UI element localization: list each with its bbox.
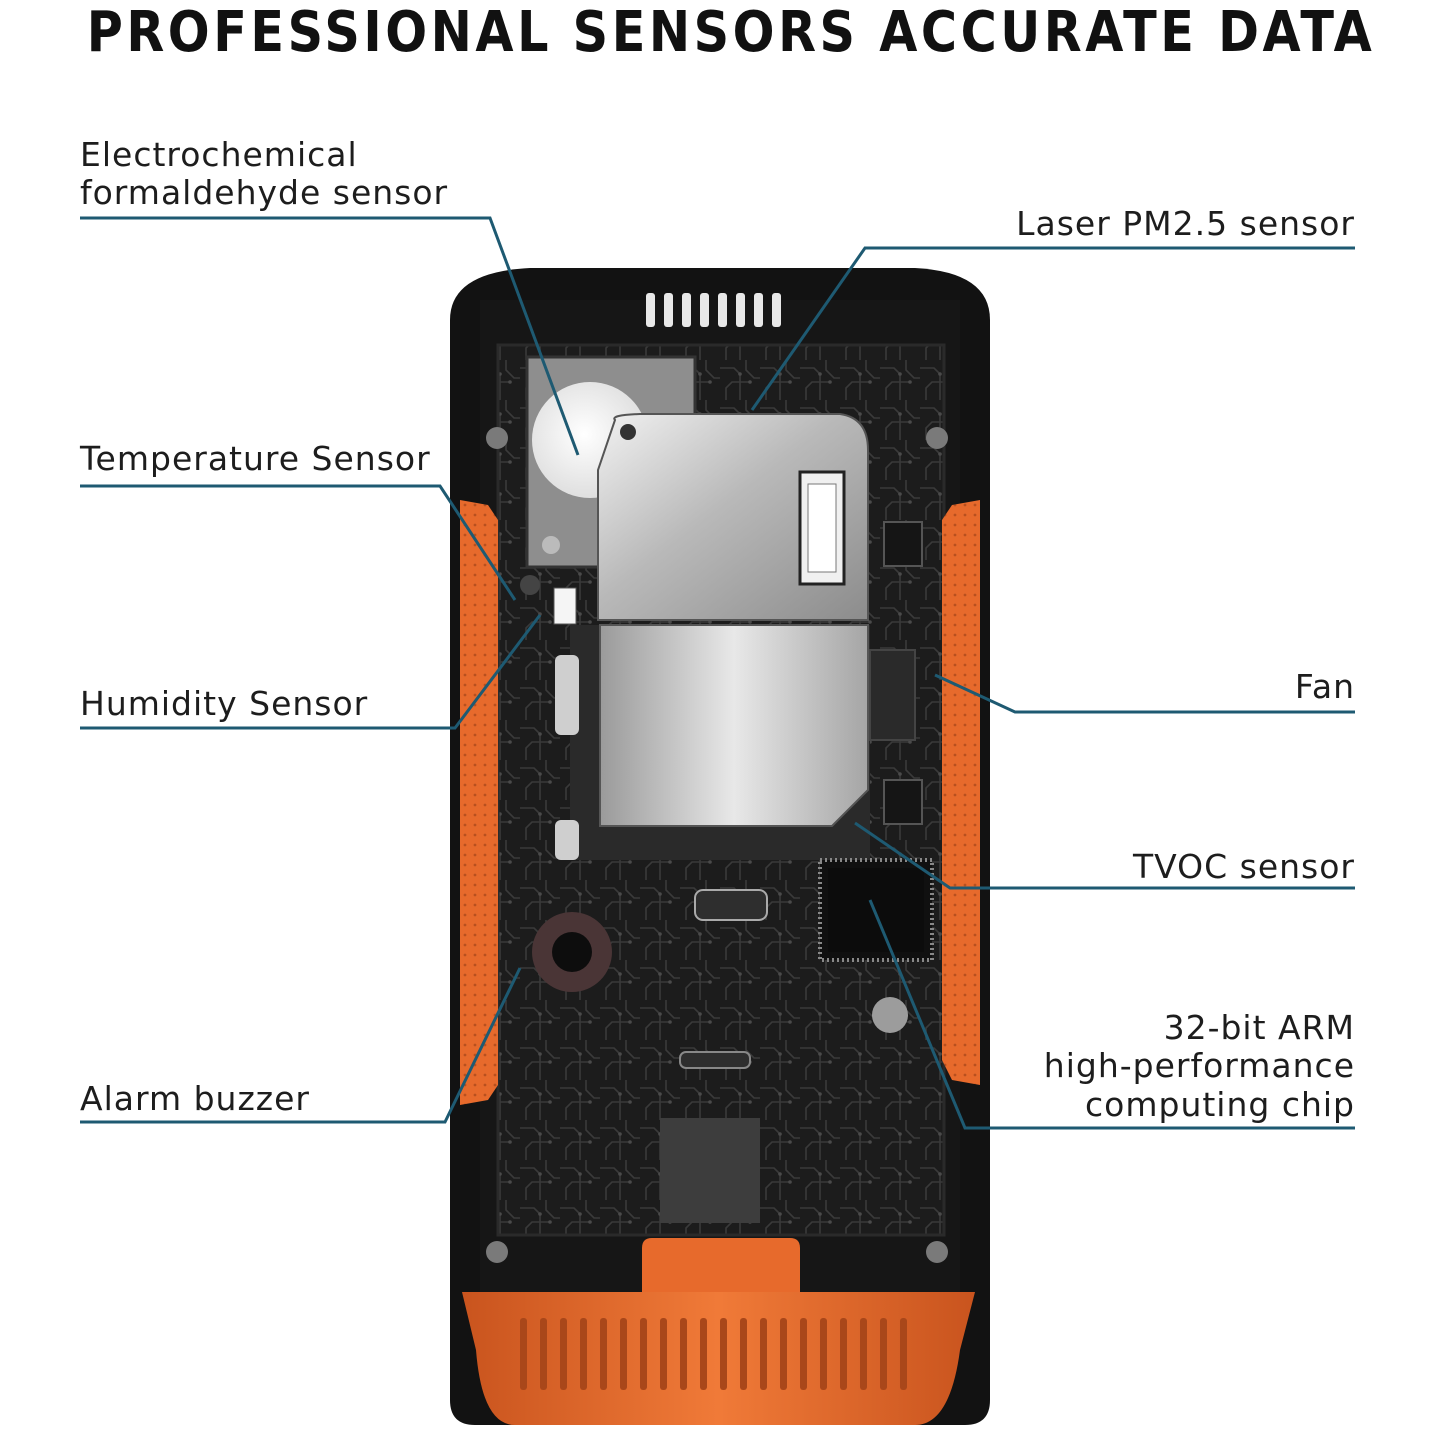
- label-laser: Laser PM2.5 sensor: [1016, 204, 1355, 243]
- right-orange-grip: [942, 500, 980, 1085]
- label-fan: Fan: [1294, 667, 1355, 706]
- top-vent: [646, 293, 781, 327]
- board-connector: [679, 889, 768, 1069]
- leader-line-alarm: [80, 967, 522, 1124]
- humidity-sensor-part: [553, 587, 577, 625]
- headline: PROFESSIONAL SENSORS ACCURATE DATA: [86, 0, 1376, 65]
- leader-line-temperature: [80, 484, 517, 601]
- label-arm-line3: computing chip: [1085, 1085, 1355, 1124]
- leader-line-formaldehyde: [80, 216, 580, 456]
- label-alarm: Alarm buzzer: [80, 1079, 310, 1118]
- leader-line-tvoc: [854, 821, 1355, 890]
- label-tvoc: TVOC sensor: [1132, 847, 1355, 886]
- small-ic: [883, 521, 923, 825]
- label-arm-line2: high-performance: [1043, 1046, 1355, 1085]
- round-component: [872, 997, 908, 1033]
- screw: [486, 427, 948, 1263]
- label-formaldehyde-line1: Electrochemical: [80, 135, 358, 174]
- leader-line-arm: [868, 899, 1355, 1130]
- laser-pm25-sensor: [597, 413, 869, 621]
- label-arm-line1: 32-bit ARM: [1163, 1008, 1355, 1047]
- label-temperature: Temperature Sensor: [80, 439, 431, 478]
- leader-line-laser: [750, 246, 1355, 411]
- leader-line-fan: [934, 673, 1355, 714]
- label-formaldehyde-line2: formaldehyde sensor: [80, 173, 449, 212]
- bottom-orange-cap: [462, 1238, 975, 1425]
- alarm-buzzer: [532, 912, 612, 992]
- arm-chip: [818, 858, 934, 962]
- bottom-pad: [660, 1118, 760, 1223]
- left-orange-grip: [460, 500, 498, 1105]
- leader-line-humidity: [80, 614, 542, 730]
- temperature-sensor-part: [520, 575, 540, 595]
- fan-module: [555, 624, 916, 860]
- label-humidity: Humidity Sensor: [80, 684, 369, 723]
